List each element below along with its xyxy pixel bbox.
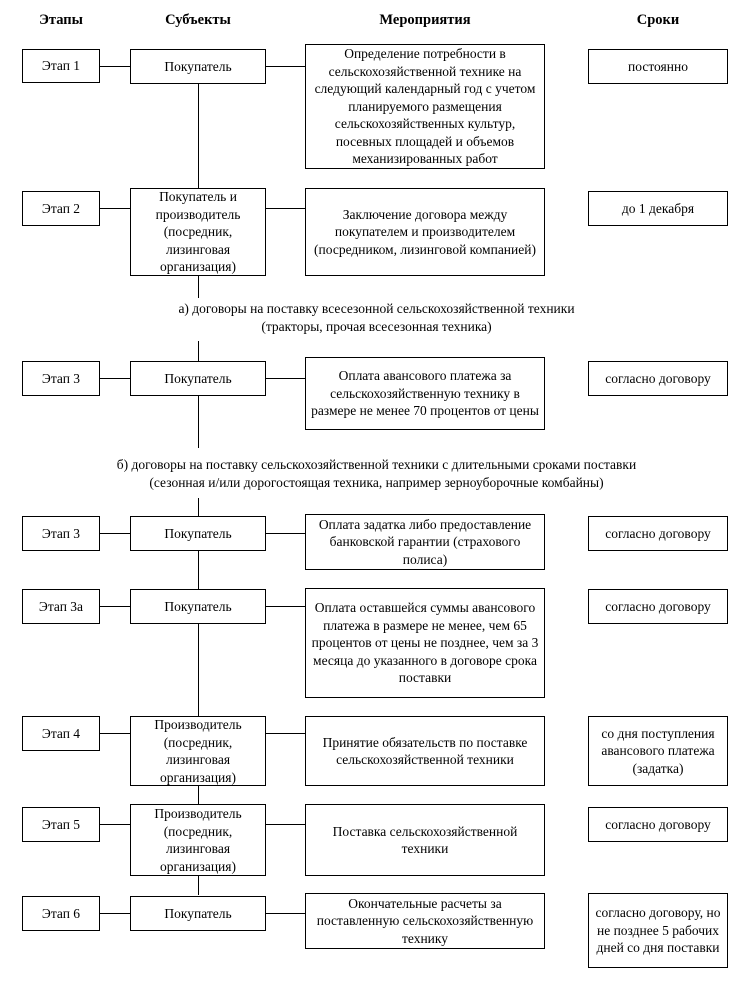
subject-box: Покупатель [130, 896, 266, 931]
subject-box: Покупатель [130, 49, 266, 84]
connector-line [100, 913, 130, 914]
header-terms: Сроки [636, 12, 680, 28]
connector-line [266, 913, 305, 914]
note-b-line1: б) договоры на поставку сельскохозяйстве… [116, 457, 637, 472]
term-box: согласно договору [588, 807, 728, 842]
connector-line [266, 208, 305, 209]
activity-box: Заключение договора между покупателем и … [305, 188, 545, 276]
connector-line [100, 208, 130, 209]
activity-box: Определение потребности в сельскохозяйст… [305, 44, 545, 169]
connector-line [266, 824, 305, 825]
subject-box: Покупатель [130, 516, 266, 551]
subject-box: Покупатель и производитель (посредник, л… [130, 188, 266, 276]
activity-box: Поставка сельскохозяйственной техники [305, 804, 545, 876]
term-box: согласно договору [588, 516, 728, 551]
connector-line [100, 606, 130, 607]
activity-box: Окончательные расчеты за поставленную се… [305, 893, 545, 949]
subject-box: Производитель (посредник, лизинговая орг… [130, 804, 266, 876]
subject-box: Покупатель [130, 589, 266, 624]
header-subjects: Субъекты [165, 12, 231, 28]
connector-line [100, 824, 130, 825]
stage-box: Этап 4 [22, 716, 100, 751]
term-box: до 1 декабря [588, 191, 728, 226]
connector-line [266, 378, 305, 379]
connector-line [100, 733, 130, 734]
connector-line [266, 733, 305, 734]
connector-line [100, 66, 130, 67]
activity-box: Оплата задатка либо предоставление банко… [305, 514, 545, 570]
connector-line [266, 533, 305, 534]
term-box: согласно договору [588, 589, 728, 624]
connector-line [100, 378, 130, 379]
stage-box: Этап 2 [22, 191, 100, 226]
connector-line [198, 84, 199, 188]
note-b-line2: (сезонная и/или дорогостоящая техника, н… [149, 475, 604, 490]
connector-line [198, 498, 199, 895]
activity-box: Принятие обязательств по поставке сельск… [305, 716, 545, 786]
header-stages: Этапы [39, 12, 83, 28]
stage-box: Этап 3 [22, 361, 100, 396]
term-box: согласно договору, но не позднее 5 рабоч… [588, 893, 728, 968]
subject-box: Производитель (посредник, лизинговая орг… [130, 716, 266, 786]
connector-line [266, 606, 305, 607]
subject-box: Покупатель [130, 361, 266, 396]
activity-box: Оплата оставшейся суммы авансового плате… [305, 588, 545, 698]
term-box: согласно договору [588, 361, 728, 396]
term-box: со дня поступления авансового платежа (з… [588, 716, 728, 786]
header-activities: Мероприятия [379, 12, 471, 28]
connector-line [266, 66, 305, 67]
stage-box: Этап 6 [22, 896, 100, 931]
connector-line [100, 533, 130, 534]
stage-box: Этап 1 [22, 49, 100, 83]
stage-box: Этап 5 [22, 807, 100, 842]
stage-box: Этап 3а [22, 589, 100, 624]
note-a-line2: (тракторы, прочая всесезонная техника) [261, 319, 492, 334]
stage-box: Этап 3 [22, 516, 100, 551]
term-box: постоянно [588, 49, 728, 84]
note-a-line1: а) договоры на поставку всесезонной сель… [178, 301, 575, 316]
activity-box: Оплата авансового платежа за сельскохозя… [305, 357, 545, 430]
connector-line [198, 276, 199, 298]
